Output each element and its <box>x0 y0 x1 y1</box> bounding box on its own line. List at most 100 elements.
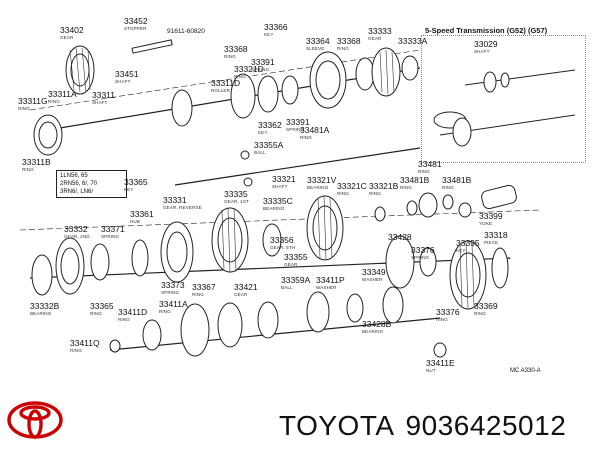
part-number-label: 33361 <box>130 209 154 219</box>
part-number-label: 33368 <box>224 44 248 54</box>
part-number-label: 33321B <box>369 181 399 191</box>
part-number-label: 33367 <box>192 282 216 292</box>
part-number-label: 33332B <box>30 301 60 311</box>
part-number-label: 33333 <box>368 26 392 36</box>
part-description-label: GEAR <box>234 292 248 297</box>
part-description-label: RING <box>224 54 236 59</box>
part-description-label: KEY <box>456 248 466 253</box>
part-number-label: 33311 <box>92 90 116 100</box>
inset-frame <box>421 35 586 163</box>
part-description-label: RING <box>118 317 130 322</box>
part-description-label: HUB <box>130 219 140 224</box>
inset-title: 5-Speed Transmission (G52) (G57) <box>425 26 548 35</box>
part-number-label: 33311B <box>22 157 51 167</box>
part-description-label: BEARING <box>362 329 384 334</box>
part-number-label: 33373 <box>161 280 185 290</box>
part-description-label: RING <box>474 311 486 316</box>
part-description-label: RING <box>70 348 82 353</box>
part-number: 9036425012 <box>405 410 567 441</box>
part-description-label: WASHER <box>316 285 337 290</box>
part-number-label: 33421 <box>234 282 258 292</box>
part-description-label: BALL <box>254 150 266 155</box>
part-description-label: SHAFT <box>272 184 288 189</box>
part-description-label: NUT <box>426 368 436 373</box>
part-description-label: RING <box>369 191 381 196</box>
part-number-label: 33368 <box>337 36 361 46</box>
part-number-label: 33365 <box>90 301 114 311</box>
part-description-label: RING <box>442 185 454 190</box>
part-number-label: 33335C <box>263 196 293 206</box>
part-number-label: 33356 <box>270 235 294 245</box>
part-number-label: 33321D <box>234 64 264 74</box>
part-description-label: GEAR <box>368 36 382 41</box>
part-number-label: 33481B <box>400 175 430 185</box>
part-number-label: 33335 <box>224 189 248 199</box>
part-number-label: 33364 <box>306 36 330 46</box>
part-number-label: 33399 <box>479 211 503 221</box>
part-description-label: SHAFT <box>474 49 490 54</box>
part-number-label: 33391 <box>251 57 275 67</box>
part-number-label: 33311G <box>18 96 48 106</box>
part-number-label: 33411D <box>118 307 148 317</box>
part-description-label: SPRING <box>286 127 305 132</box>
part-description-label: SPRING <box>161 290 180 295</box>
part-description-label: GEAR, 5TH <box>270 245 296 250</box>
part-description-label: SHAFT <box>92 100 108 105</box>
part-description-label: SLEEVE <box>306 46 325 51</box>
part-number-label: 33029 <box>474 39 498 49</box>
toyota-logo-icon <box>7 401 63 439</box>
part-description-label: SPRING <box>251 67 270 72</box>
variant-line: 3RN6/, LN6/ <box>60 189 94 195</box>
part-description-label: RING <box>18 106 30 111</box>
part-number-label: 33355 <box>284 252 308 262</box>
part-number-label: 33362 <box>258 120 282 130</box>
part-description-label: GEAR <box>60 35 74 40</box>
part-description-label: RING <box>337 46 349 51</box>
part-number-label: 33332 <box>64 224 88 234</box>
part-number-label: 33321 <box>272 174 296 184</box>
part-number-label: 33402 <box>60 25 84 35</box>
part-number-label: 33365 <box>124 177 148 187</box>
part-description-label: RING <box>234 74 246 79</box>
part-description-label: GEAR <box>284 262 298 267</box>
variant-box: 1LN56, 65 2RN56, 6/, 70 3RN6/, LN6/ <box>56 170 127 198</box>
part-description-label: RING <box>418 169 430 174</box>
part-number-label: 33311D <box>211 78 241 88</box>
part-number-label: 33318 <box>484 230 508 240</box>
part-description-label: KEY <box>258 130 268 135</box>
part-description-label: RING <box>22 167 34 172</box>
part-number-label: 33395 <box>456 238 480 248</box>
part-number-label: 33428B <box>362 319 392 329</box>
part-description-label: RING <box>436 317 448 322</box>
part-description-label: RING <box>159 309 171 314</box>
part-number-label: 33311A <box>48 89 77 99</box>
part-description-label: GEAR, REVERSE <box>163 205 202 210</box>
part-description-label: RING <box>48 99 60 104</box>
part-description-label: RING <box>337 191 349 196</box>
part-description-label: STOPPER <box>124 26 147 31</box>
part-number-label: 33359A <box>281 275 311 285</box>
part-number-label: 33376 <box>436 307 460 317</box>
part-number-label: 33349 <box>362 267 386 277</box>
brand-caption: TOYOTA 9036425012 <box>279 410 577 442</box>
part-number-label: 33411P <box>316 275 345 285</box>
part-number-label: 33366 <box>264 22 288 32</box>
part-number-label: 33376 <box>411 245 435 255</box>
part-number-label: 33481A <box>300 125 330 135</box>
part-number-label: 33355A <box>254 140 284 150</box>
part-number-label: 33333A <box>398 36 428 46</box>
part-description-label: SHAFT <box>115 79 131 84</box>
part-description-label: KEY <box>124 187 134 192</box>
part-description-label: BEARING <box>30 311 52 316</box>
part-number-label: 33411Q <box>70 338 100 348</box>
brand-name: TOYOTA <box>279 410 395 441</box>
part-number-label: 33321C <box>337 181 367 191</box>
variant-line: 2RN56, 6/, 70 <box>60 181 98 187</box>
diagram-ref-code: MC A330-A <box>510 368 541 374</box>
part-description-label: KEY <box>264 32 274 37</box>
part-description-label: GEAR, 2ND <box>64 234 90 239</box>
part-description-label: PIECE <box>484 240 499 245</box>
part-description-label: SPRING <box>411 255 430 260</box>
part-number-label: 33321V <box>307 175 337 185</box>
